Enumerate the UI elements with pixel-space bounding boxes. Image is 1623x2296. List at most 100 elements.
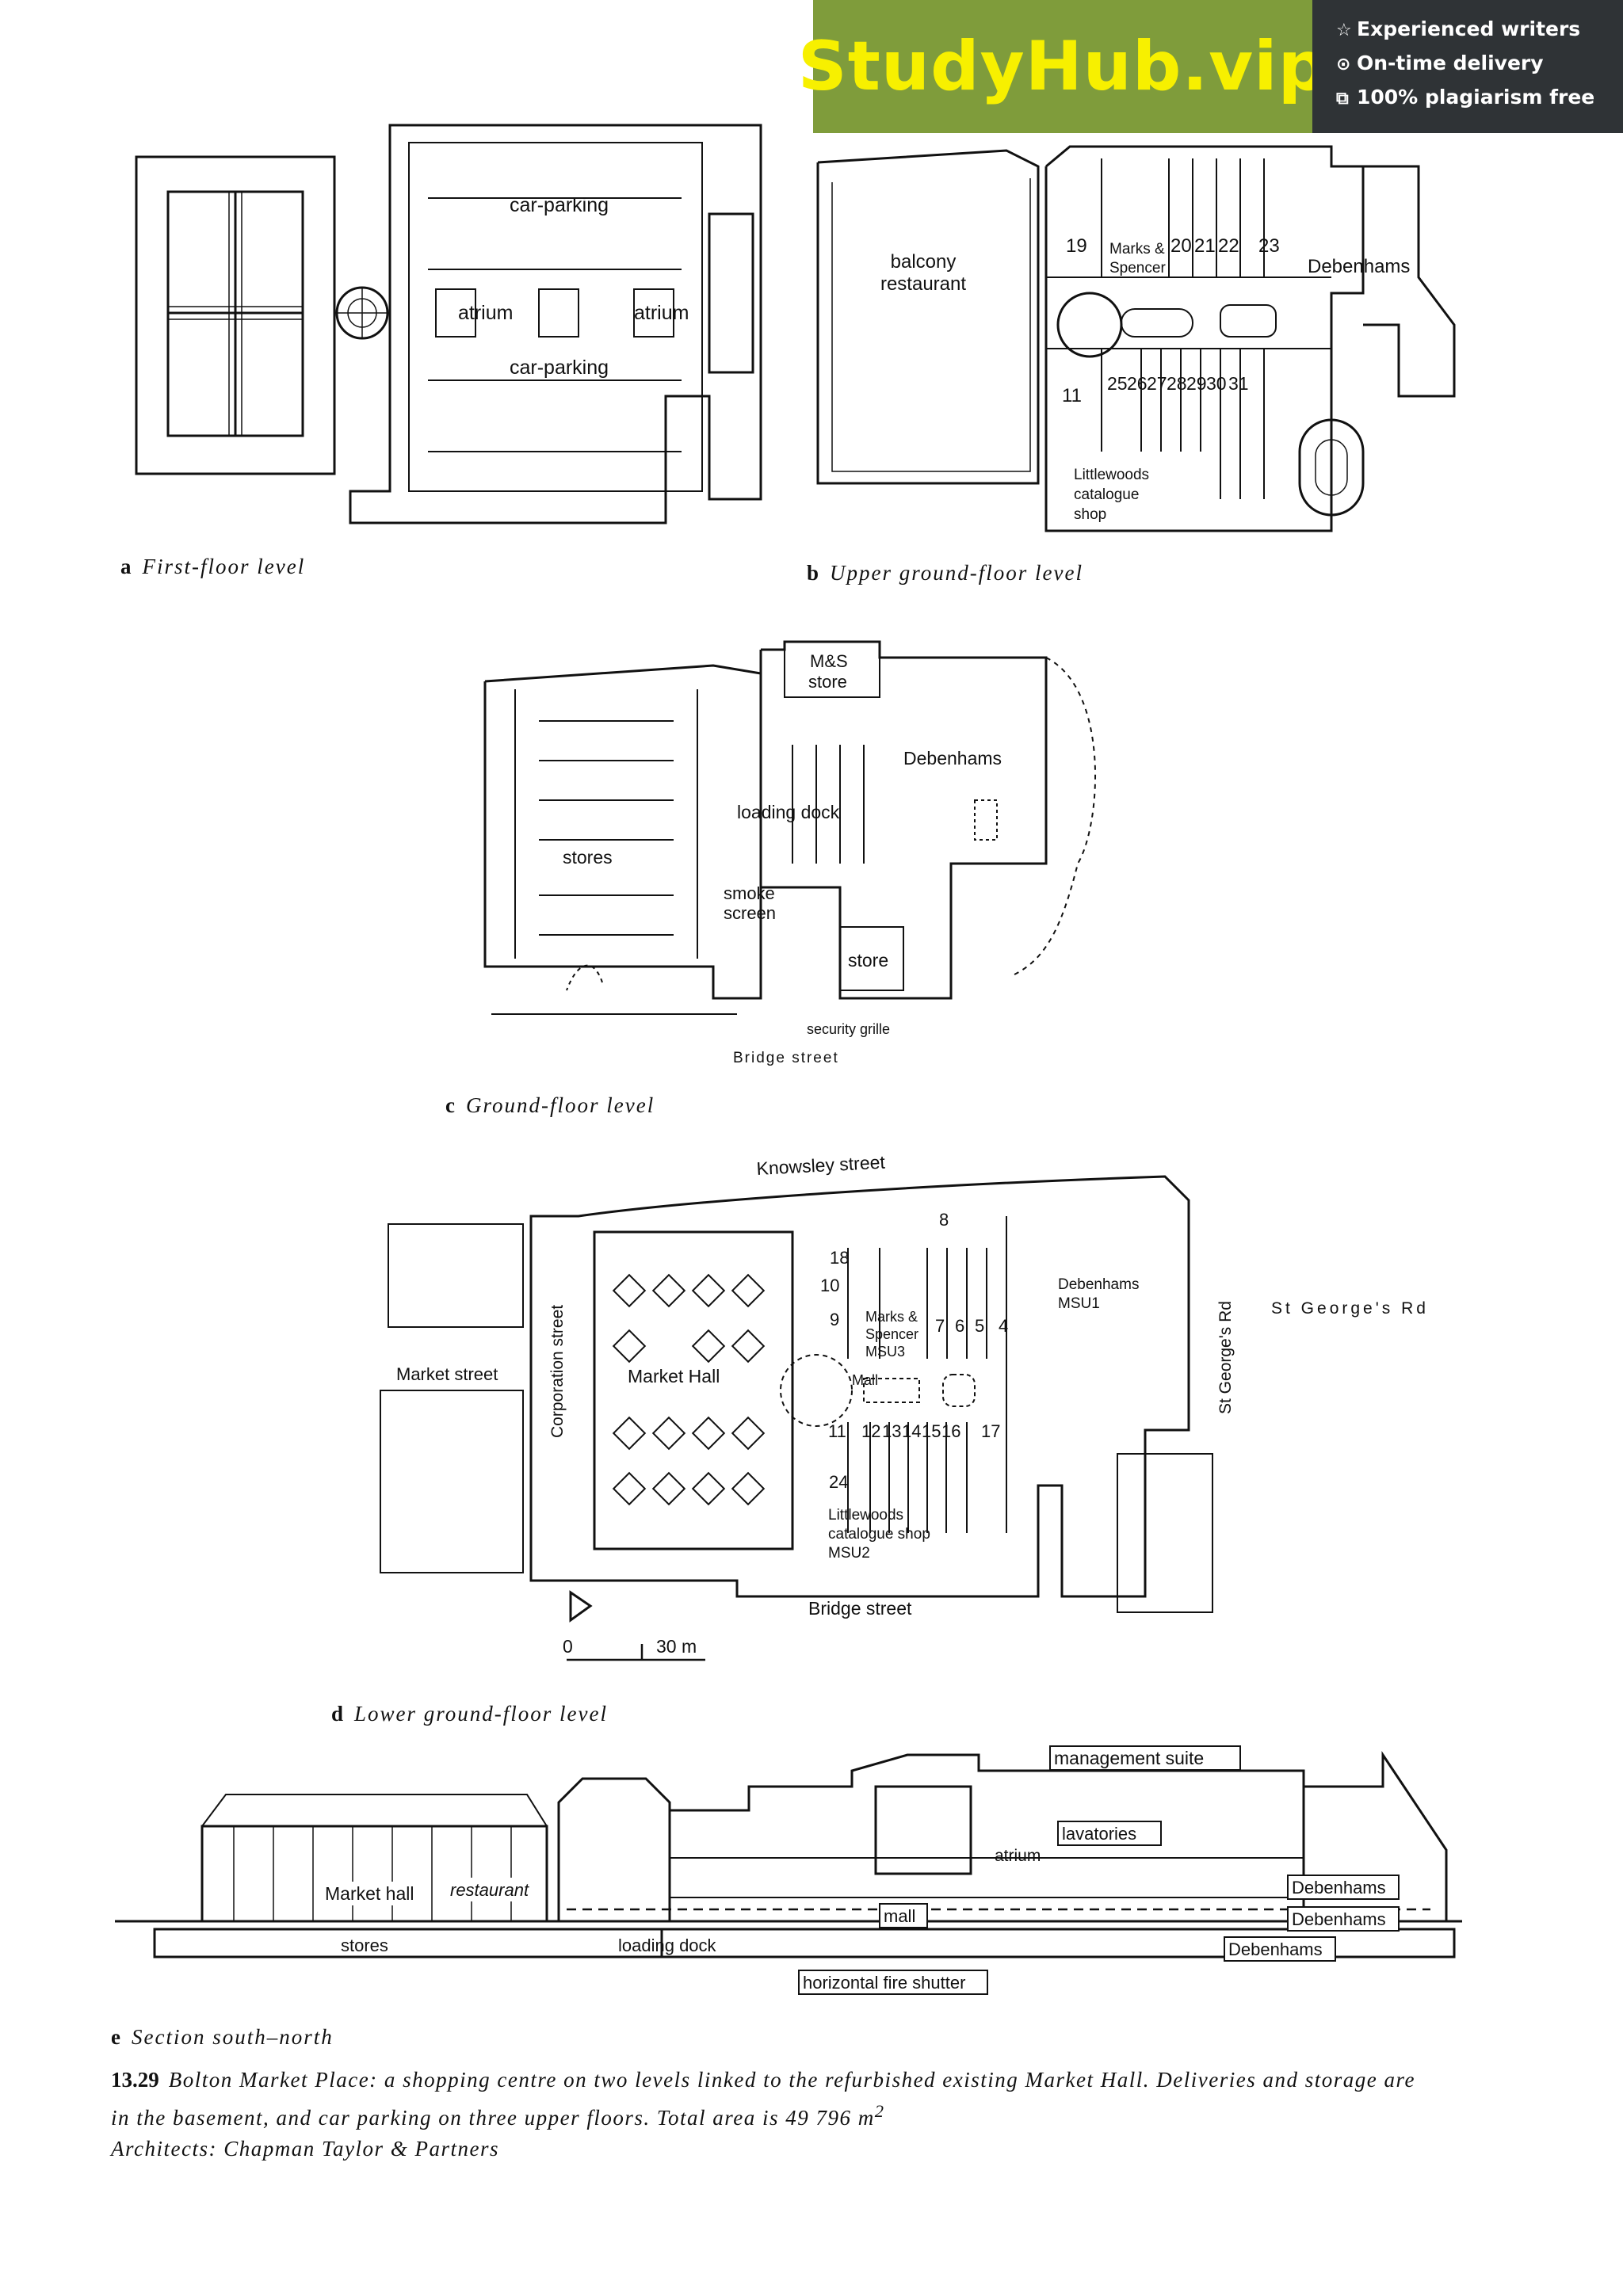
perk-plagiarism: ⧉100% plagiarism free: [1336, 86, 1595, 109]
plan-d-scale-end: 30 m: [656, 1636, 697, 1657]
promo-banner[interactable]: StudyHub.vip ☆Experienced writers ⊙On-ti…: [798, 0, 1623, 133]
star-icon: ☆: [1336, 21, 1352, 40]
plan-b-label-shop: shop: [1074, 506, 1106, 523]
plan-b-unit-29: 29: [1186, 373, 1207, 394]
plan-d-label-msu3: MSU3: [865, 1344, 905, 1360]
studyhub-logo[interactable]: StudyHub.vip: [798, 0, 1327, 133]
plan-b-unit-20: 20: [1170, 235, 1192, 257]
plan-d-market-hall: [593, 1230, 794, 1550]
plan-d-unit-16: 16: [941, 1421, 960, 1441]
plan-b-restaurant-outline: [816, 149, 1040, 485]
plan-d-label-market-street: Market street: [396, 1364, 498, 1384]
plan-c-label-ms-store: store: [808, 672, 847, 692]
plan-b-drawing: balcony restaurant 19 Marks & Spencer 20…: [816, 145, 1456, 532]
plan-a-label-car-parking-bottom: car-parking: [510, 357, 609, 379]
plan-e-label-debenhams-upper: Debenhams: [1292, 1878, 1386, 1897]
plan-b-unit-11: 11: [1062, 385, 1082, 406]
plan-a-label-atrium-left: atrium: [458, 302, 513, 324]
plan-d-unit-24: 24: [829, 1472, 848, 1492]
plan-d-label-st-georges-rd: St George's Rd: [1216, 1301, 1235, 1414]
perk-delivery: ⊙On-time delivery: [1336, 51, 1544, 74]
plan-b-unit-23: 23: [1258, 235, 1280, 257]
plan-c-label-ms: M&S: [810, 651, 848, 671]
plan-d-unit-18: 18: [830, 1248, 849, 1268]
plan-e-drawing: management suite lavatories atrium Marke…: [115, 1745, 1462, 1995]
plan-b-unit-21: 21: [1194, 235, 1216, 257]
plan-a-drawing: car-parking atrium car-parking atrium: [135, 124, 762, 524]
plan-e-label-loading-dock: loading dock: [618, 1936, 717, 1955]
plan-d-unit-14: 14: [902, 1421, 921, 1441]
plan-b-upper-ground-floor: balcony restaurant 19 Marks & Spencer 20…: [808, 135, 1482, 555]
plan-d-label-market-hall: Market Hall: [628, 1366, 720, 1386]
plan-b-unit-30: 30: [1206, 373, 1227, 394]
plan-b-label-catalogue: catalogue: [1074, 486, 1139, 503]
plan-d-outline: [529, 1175, 1190, 1598]
plan-d-unit-6: 6: [955, 1316, 964, 1336]
plan-c-label-stores: stores: [563, 847, 613, 868]
plan-a-label-car-parking-top: car-parking: [510, 194, 609, 216]
perk-writers: ☆Experienced writers: [1336, 17, 1581, 40]
figure-caption-credit: Architects: Chapman Taylor & Partners: [111, 2137, 499, 2161]
side-label-st-georges-rd: St George's Rd: [1271, 1299, 1429, 1318]
plan-e-label-mall: mall: [884, 1906, 915, 1926]
plan-b-label-balcony: balcony: [891, 251, 957, 273]
plan-c-label-security-grille: security grille: [807, 1021, 890, 1037]
plan-d-lower-ground-floor: Knowsley street 8 18 10 9 Marks & Spence…: [372, 1153, 1260, 1691]
plan-a-first-floor: car-parking atrium car-parking atrium: [127, 119, 777, 539]
plan-a-market-hall-outline: [135, 155, 336, 475]
plan-e-label-horizontal-fire-shutter: horizontal fire shutter: [803, 1973, 965, 1993]
clock-icon: ⊙: [1336, 55, 1351, 74]
plan-b-unit-25: 25: [1107, 373, 1128, 394]
plan-c-label-debenhams: Debenhams: [903, 748, 1002, 769]
plan-b-unit-31: 31: [1228, 373, 1249, 394]
plan-c-drawing: M&S store Debenhams loading dock stores …: [483, 640, 1097, 1066]
plan-b-unit-19: 19: [1066, 235, 1087, 257]
plan-c-label-screen: screen: [724, 903, 776, 923]
plan-e-label-market-hall: Market hall: [325, 1883, 414, 1904]
plan-d-label-msu2: MSU2: [828, 1545, 870, 1562]
plan-d-unit-13: 13: [882, 1421, 901, 1441]
plan-e-label-atrium: atrium: [995, 1847, 1041, 1865]
plan-d-label-mall: Mall: [852, 1372, 878, 1388]
plan-d-label-littlewoods: Littlewoods: [828, 1507, 903, 1524]
plan-c-stores-outline: [483, 664, 762, 1000]
plan-d-north-arrow: [569, 1590, 593, 1623]
plan-d-unit-12: 12: [861, 1421, 880, 1441]
plan-d-drawing: Knowsley street 8 18 10 9 Marks & Spence…: [380, 1153, 1235, 1661]
plan-e-label-management-suite: management suite: [1054, 1748, 1204, 1768]
copy-icon: ⧉: [1336, 89, 1349, 109]
plan-d-unit-10: 10: [820, 1276, 839, 1295]
plan-b-unit-27: 27: [1147, 373, 1167, 394]
plan-d-unit-17: 17: [981, 1421, 1000, 1441]
plan-d-unit-4: 4: [999, 1316, 1008, 1336]
plan-d-label-knowsley-street: Knowsley street: [756, 1153, 886, 1179]
plan-e-basement-stores: [153, 1928, 663, 1958]
plan-b-label-debenhams: Debenhams: [1308, 256, 1410, 277]
plan-a-label-atrium-right: atrium: [634, 302, 689, 324]
plan-b-label-restaurant: restaurant: [880, 273, 966, 295]
plan-e-label-debenhams-lower: Debenhams: [1228, 1939, 1323, 1959]
plan-e-market-hall-building: [200, 1825, 548, 1921]
plan-c-label-loading-dock: loading dock: [737, 802, 840, 822]
plan-d-label-debenhams: Debenhams: [1058, 1276, 1139, 1293]
logo-text: StudyHub.vip: [797, 27, 1328, 106]
plan-d-label-corporation-street: Corporation street: [548, 1305, 567, 1438]
plan-c-label-bridge-street: Bridge street: [733, 1050, 839, 1066]
plan-e-label-lavatories: lavatories: [1062, 1824, 1136, 1844]
plan-c-ground-floor: M&S store Debenhams loading dock stores …: [475, 626, 1141, 1070]
plan-b-unit-26: 26: [1127, 373, 1148, 394]
plan-d-unit-9: 9: [830, 1310, 839, 1329]
plan-b-label-littlewoods: Littlewoods: [1074, 467, 1149, 483]
plan-c-label-smoke: smoke: [724, 883, 775, 903]
plan-d-unit-11: 11: [828, 1421, 846, 1441]
plan-d-label-marks: Marks &: [865, 1309, 918, 1325]
plan-d-label-bridge-street: Bridge street: [808, 1598, 912, 1619]
plan-c-label-store: store: [848, 950, 888, 971]
